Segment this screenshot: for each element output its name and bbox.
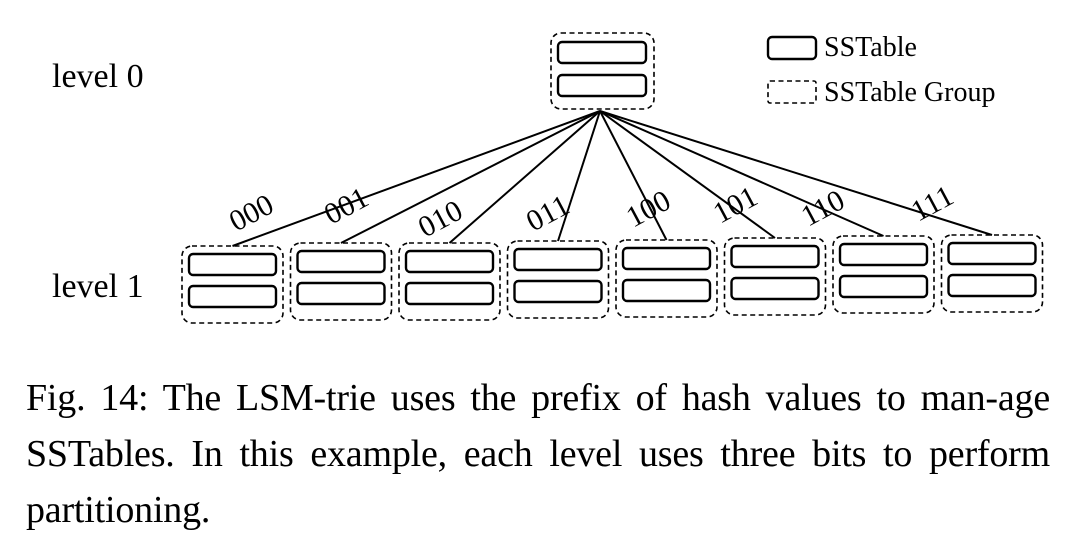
prefix-label-011: 011 [521, 188, 575, 238]
sstable [556, 40, 648, 65]
prefix-label-001: 001 [319, 181, 374, 231]
edge-100 [599, 110, 668, 241]
lsm-trie-diagram: level 0 level 1 SSTable SSTable Group 00… [52, 32, 1044, 324]
legend: SSTable SSTable Group [766, 32, 995, 108]
legend-group-swatch [767, 80, 817, 104]
sstable [947, 273, 1037, 298]
edge-011 [557, 110, 601, 242]
sstable [513, 247, 603, 272]
figure-caption: Fig. 14: The LSM-trie uses the prefix of… [26, 377, 1050, 531]
edge-101 [599, 110, 776, 239]
level-0-group [550, 32, 655, 110]
level-1-group-000 [181, 245, 284, 324]
level-1-group-110 [832, 235, 935, 314]
level-1-group-101 [723, 237, 827, 316]
sstable [404, 249, 495, 274]
sstable [621, 246, 712, 271]
sstable [947, 241, 1037, 266]
sstable [730, 276, 820, 301]
sstable [187, 252, 278, 277]
level-1-group-010 [398, 242, 501, 321]
edge-000 [232, 110, 601, 247]
level-1-label: level 1 [52, 268, 144, 305]
sstable [513, 279, 603, 304]
level-1-groups [181, 234, 1044, 324]
sstable [730, 244, 820, 269]
sstable [838, 274, 929, 299]
level-1-group-011 [506, 240, 610, 319]
level-1-group-100 [615, 239, 718, 318]
sstable [296, 249, 386, 274]
edge-001 [340, 110, 601, 244]
sstable [556, 73, 648, 98]
prefix-label-111: 111 [906, 179, 959, 228]
edges [232, 110, 993, 247]
sstable [404, 281, 495, 306]
sstable [838, 242, 929, 267]
level-1-group-001 [289, 242, 393, 321]
level-0-label: level 0 [52, 58, 144, 95]
legend-sstable-swatch [766, 35, 818, 61]
sstable [621, 278, 712, 303]
prefix-label-100: 100 [621, 184, 676, 234]
sstable [187, 284, 278, 309]
sstable [296, 281, 386, 306]
edge-010 [448, 110, 601, 244]
edge-111 [599, 110, 993, 236]
legend-group-label: SSTable Group [824, 77, 995, 108]
prefix-label-110: 110 [796, 183, 850, 233]
level-1-group-111 [940, 234, 1044, 313]
prefix-label-000: 000 [224, 188, 279, 238]
edge-110 [599, 110, 884, 237]
legend-sstable-label: SSTable [824, 32, 917, 63]
